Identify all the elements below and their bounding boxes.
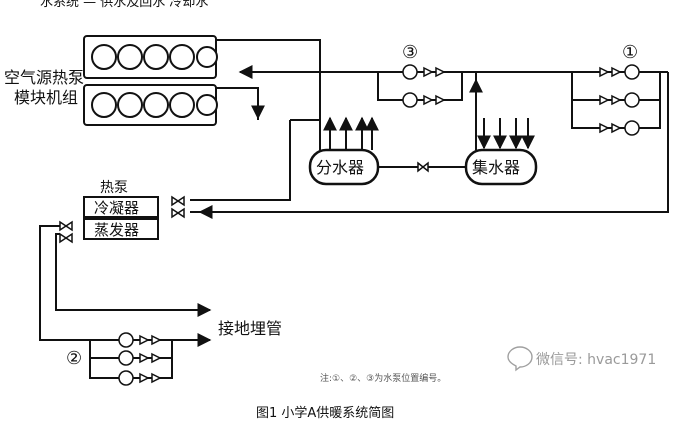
bowtie-valve-icon xyxy=(417,161,429,173)
air-source-heat-pump-units xyxy=(83,35,218,126)
water-separator: 分水器 xyxy=(308,148,380,186)
pump-group-2-label: ② xyxy=(66,348,82,369)
bowtie-valve-icon xyxy=(59,195,185,244)
water-separator-label: 分水器 xyxy=(316,158,364,177)
pump-group-1 xyxy=(599,64,640,136)
pump-group-1-label: ① xyxy=(622,42,638,63)
watermark-text: 微信号: hvac1971 xyxy=(536,352,656,368)
heat-pump: 冷凝器 蒸发器 xyxy=(83,196,159,240)
ground-pipe-label: 接地埋管 xyxy=(218,319,282,338)
pump-group-3-label: ③ xyxy=(402,42,418,63)
pump-icon xyxy=(624,92,640,108)
water-collector: 集水器 xyxy=(464,148,538,186)
pump-group-3 xyxy=(402,64,446,108)
ground-loop-pipe xyxy=(39,225,210,341)
pump-icon xyxy=(402,64,418,80)
ground-supply-pipe xyxy=(55,233,210,311)
water-collector-label: 集水器 xyxy=(472,158,520,177)
condenser-label: 冷凝器 xyxy=(94,199,139,217)
air-source-label-2: 模块机组 xyxy=(14,88,78,107)
pump-icon xyxy=(624,120,640,136)
pump-icon xyxy=(624,64,640,80)
module-inner-loop xyxy=(216,87,259,120)
fan-coil-row-top xyxy=(91,44,218,70)
air-source-label-1: 空气源热泵 xyxy=(4,68,84,87)
separator-branches xyxy=(323,116,379,150)
supply-pipe-top xyxy=(216,39,321,150)
condenser-feed-pipe xyxy=(190,120,291,201)
pump-icon xyxy=(118,332,134,348)
pump-icon xyxy=(118,350,134,366)
pump-icon xyxy=(402,92,418,108)
pump-note: 注:①、②、③为水泵位置编号。 xyxy=(320,372,446,384)
pump-group-3-frame xyxy=(377,72,463,101)
wechat-watermark: 微信号: hvac1971 xyxy=(507,346,656,372)
wechat-icon xyxy=(507,346,533,372)
flow-arrows xyxy=(120,65,483,347)
heat-pump-title: 热泵 xyxy=(100,180,128,196)
right-main-return xyxy=(190,72,669,213)
pump-group-2 xyxy=(118,332,162,386)
collector-branches xyxy=(477,118,535,150)
evaporator-label: 蒸发器 xyxy=(94,221,139,239)
fan-coil-row-bottom xyxy=(91,92,218,118)
top-fragment-text: 水系统 — 供水及回水 冷却水 xyxy=(40,0,208,10)
figure-caption: 图1 小学A供暖系统简图 xyxy=(256,405,394,421)
pump-icon xyxy=(118,370,134,386)
